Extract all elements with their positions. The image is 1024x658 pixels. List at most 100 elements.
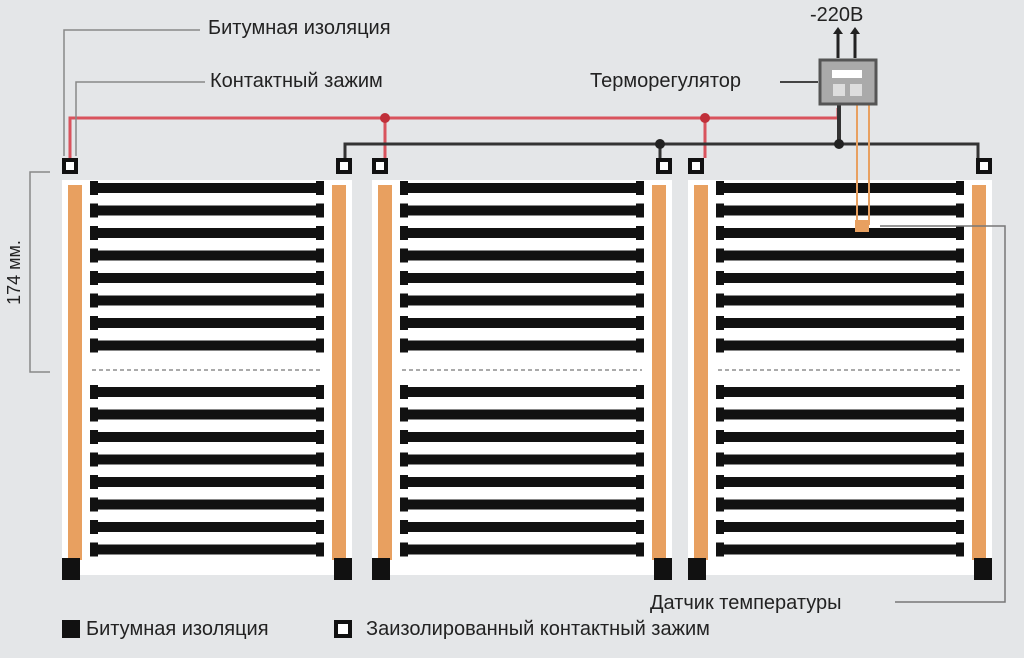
strip-end [956,452,964,467]
strip-end [400,226,408,240]
strip-end [316,430,324,444]
heating-strip [92,250,322,261]
strip-end [90,542,98,557]
strip-end [956,226,964,240]
thermostat-up-button [833,84,845,96]
heating-strip [402,228,642,238]
arrow-up-icon [850,27,860,34]
strip-end [316,293,324,308]
heating-strip [402,544,642,555]
heating-strip [718,205,962,216]
heating-strip [402,295,642,306]
legend-bitumen-icon [62,620,80,638]
strip-end [636,293,644,308]
heating-strip [718,477,962,487]
heating-strip [92,205,322,216]
strip-end [716,430,724,444]
temperature-sensor [855,220,869,232]
strip-end [90,407,98,422]
heating-strip [718,432,962,442]
strip-end [316,226,324,240]
film-panel [372,180,672,575]
strip-end [636,542,644,557]
heating-strip [718,340,962,351]
strip-end [716,181,724,195]
strip-end [636,338,644,353]
junction [655,139,665,149]
strip-end [400,475,408,489]
strip-end [90,203,98,218]
strip-end [716,407,724,422]
bitumen-insulation [688,558,706,580]
strip-end [716,338,724,353]
label-thermostat: Терморегулятор [590,70,741,92]
strip-end [400,248,408,263]
strip-end [956,338,964,353]
strip-end [716,475,724,489]
label-voltage: -220В [810,4,864,26]
strip-end [316,385,324,399]
strip-end [400,542,408,557]
strip-end [956,430,964,444]
heating-strip [402,522,642,532]
strip-end [636,520,644,534]
heating-strip [92,387,322,397]
strip-end [716,203,724,218]
strip-end [636,181,644,195]
strip-end [400,293,408,308]
strip-end [90,248,98,263]
strip-end [636,452,644,467]
strip-end [316,338,324,353]
copper-bus-left [378,185,392,560]
heating-strip [718,250,962,261]
heating-strip [92,318,322,328]
strip-end [636,316,644,330]
strip-end [636,407,644,422]
film-panel [688,180,992,575]
strip-end [956,542,964,557]
thermostat-display [832,70,862,78]
film-panel [62,180,352,575]
arrow-up-icon [833,27,843,34]
label-dimension: 174 мм. [3,240,24,305]
strip-end [90,430,98,444]
strip-end [90,316,98,330]
strip-end [90,475,98,489]
heating-strip [402,387,642,397]
junction [700,113,710,123]
copper-bus-left [694,185,708,560]
bitumen-leader [63,29,200,156]
strip-end [956,293,964,308]
heating-strip [718,454,962,465]
strip-end [716,452,724,467]
sensor-leader [880,225,1006,603]
strip-end [316,497,324,512]
strip-end [316,407,324,422]
heating-strip [92,409,322,420]
heating-strip [718,544,962,555]
heating-strip [402,318,642,328]
strip-end [400,520,408,534]
heating-strip [718,409,962,420]
junction [380,113,390,123]
heating-strip [718,387,962,397]
thermostat-down-button [850,84,862,96]
strip-end [90,452,98,467]
strip-end [90,497,98,512]
strip-end [956,497,964,512]
legend-clamp-icon [334,620,352,638]
strip-end [400,181,408,195]
strip-end [716,316,724,330]
heating-strip [718,183,962,193]
strip-end [400,385,408,399]
heating-strip [92,522,322,532]
label-bitumen-insulation: Битумная изоляция [208,17,391,39]
heating-strip [92,477,322,487]
bitumen-insulation [62,558,80,580]
contact-clamp [372,158,388,174]
strip-end [956,203,964,218]
legend-bitumen-label: Битумная изоляция [86,618,269,640]
strip-end [316,542,324,557]
bitumen-insulation [974,558,992,580]
strip-end [956,475,964,489]
